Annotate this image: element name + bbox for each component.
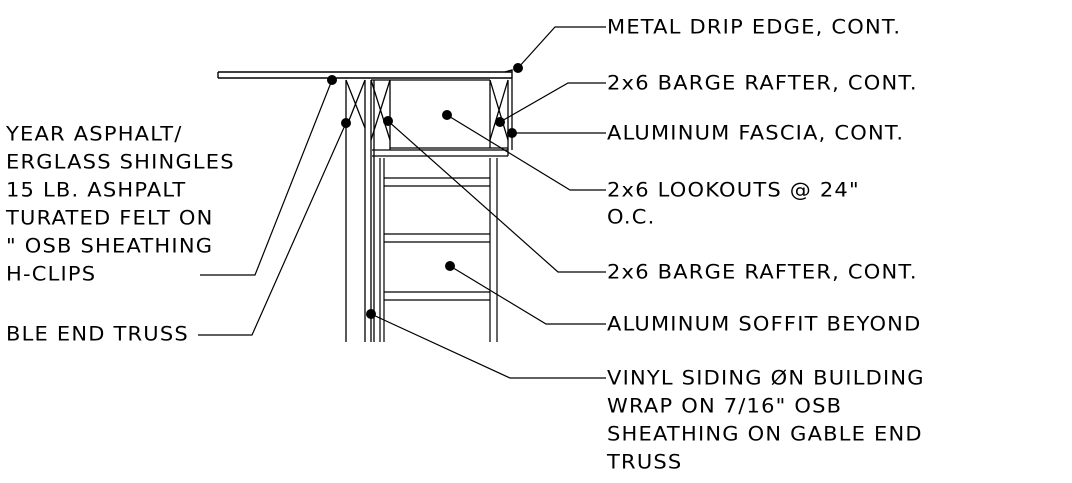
label-aluminum-soffit: ALUMINUM SOFFIT BEYOND (607, 313, 922, 336)
label-shingles-line2: ERGLASS SHINGLES (6, 151, 235, 174)
label-metal-drip-edge: METAL DRIP EDGE, CONT. (607, 16, 902, 39)
label-lookouts-line1: 2x6 LOOKOUTS @ 24" (607, 179, 860, 202)
label-siding-line4: TRUSS (607, 451, 683, 474)
label-shingles-line1: YEAR ASPHALT/ (6, 123, 183, 146)
label-shingles-line3: 15 LB. ASHPALT (6, 179, 187, 202)
roof-sheathing (217, 69, 513, 79)
label-lookouts-line2: O.C. (607, 206, 656, 229)
label-gable-end-truss: BLE END TRUSS (6, 323, 189, 346)
label-siding-line3: SHEATHING ON GABLE END (607, 423, 923, 446)
label-barge-rafter-top: 2x6 BARGE RAFTER, CONT. (607, 72, 918, 95)
leader-lines (198, 26, 606, 379)
soffit-beyond (379, 158, 498, 342)
label-shingles-line4: TURATED FELT ON (6, 207, 214, 230)
label-shingles-line6: H-CLIPS (6, 263, 97, 286)
label-shingles-line5: " OSB SHEATHING (6, 235, 214, 258)
label-barge-rafter-bottom: 2x6 BARGE RAFTER, CONT. (607, 261, 918, 284)
callout-dots (327, 63, 523, 319)
label-siding-line2: WRAP ON 7/16" OSB (607, 395, 843, 418)
gable-end-truss (345, 79, 375, 342)
lookout-block (370, 79, 391, 150)
label-siding-line1: VINYL SIDING ØN BUILDING (607, 367, 925, 390)
label-aluminum-fascia: ALUMINUM FASCIA, CONT. (607, 122, 905, 145)
barge-rafter (372, 78, 513, 157)
